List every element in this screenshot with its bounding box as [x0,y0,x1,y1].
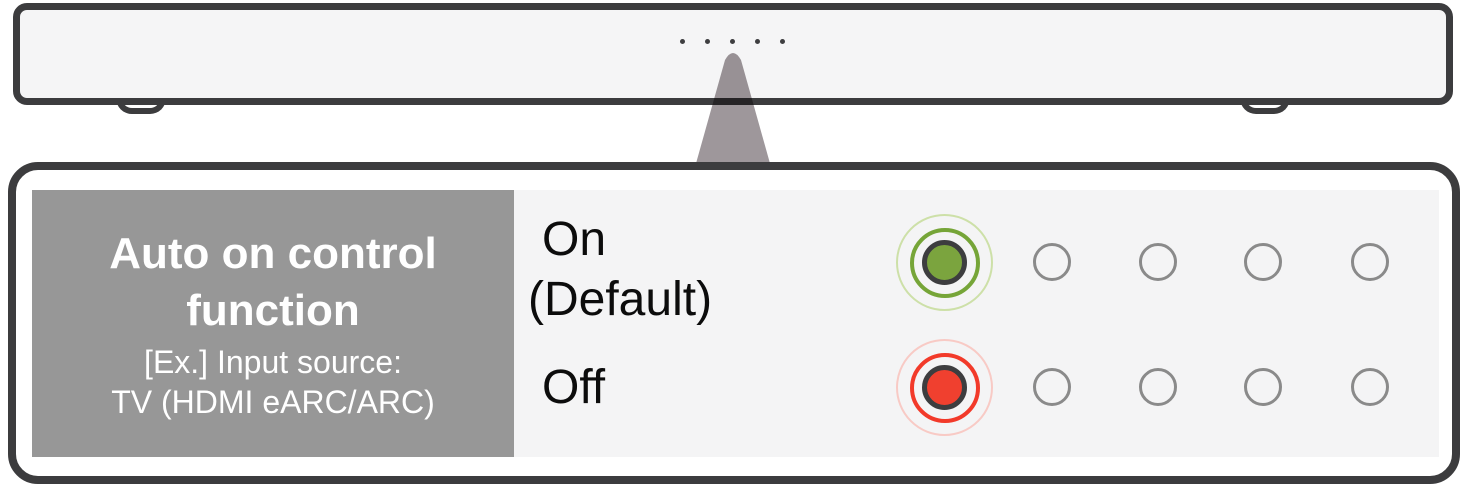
status-dot [680,39,685,44]
function-example-line1: [Ex.] Input source: [144,344,402,380]
led-active-green [896,214,993,311]
option-off-label: Off [528,358,605,418]
option-on-line1: On [542,213,607,266]
option-off-line1: Off [542,361,606,414]
led-red-core [922,365,967,410]
function-title-line2: function [186,286,360,335]
led-empty [1033,243,1071,281]
led-active-red [896,339,993,436]
function-example: [Ex.] Input source: TV (HDMI eARC/ARC) [111,342,435,422]
function-title-line1: Auto on control [109,229,437,278]
led-green-core [922,240,967,285]
status-dot [705,39,710,44]
function-title: Auto on control function [109,225,437,339]
status-dot [730,39,735,44]
function-example-line2: TV (HDMI eARC/ARC) [111,384,435,420]
led-empty [1244,243,1282,281]
led-empty [1139,368,1177,406]
led-green-mid-ring [909,227,980,298]
status-dot [780,39,785,44]
led-empty [1244,368,1282,406]
led-empty [1351,368,1389,406]
option-on-line2: (Default) [528,273,713,326]
function-panel: Auto on control function [Ex.] Input sou… [32,190,514,457]
callout-pointer-arrow [695,53,771,167]
status-indicator-dots [680,39,785,44]
led-red-mid-ring [909,352,980,423]
led-empty [1139,243,1177,281]
option-on-label: On (Default) [528,210,712,330]
status-dot [755,39,760,44]
led-empty [1351,243,1389,281]
led-empty [1033,368,1071,406]
